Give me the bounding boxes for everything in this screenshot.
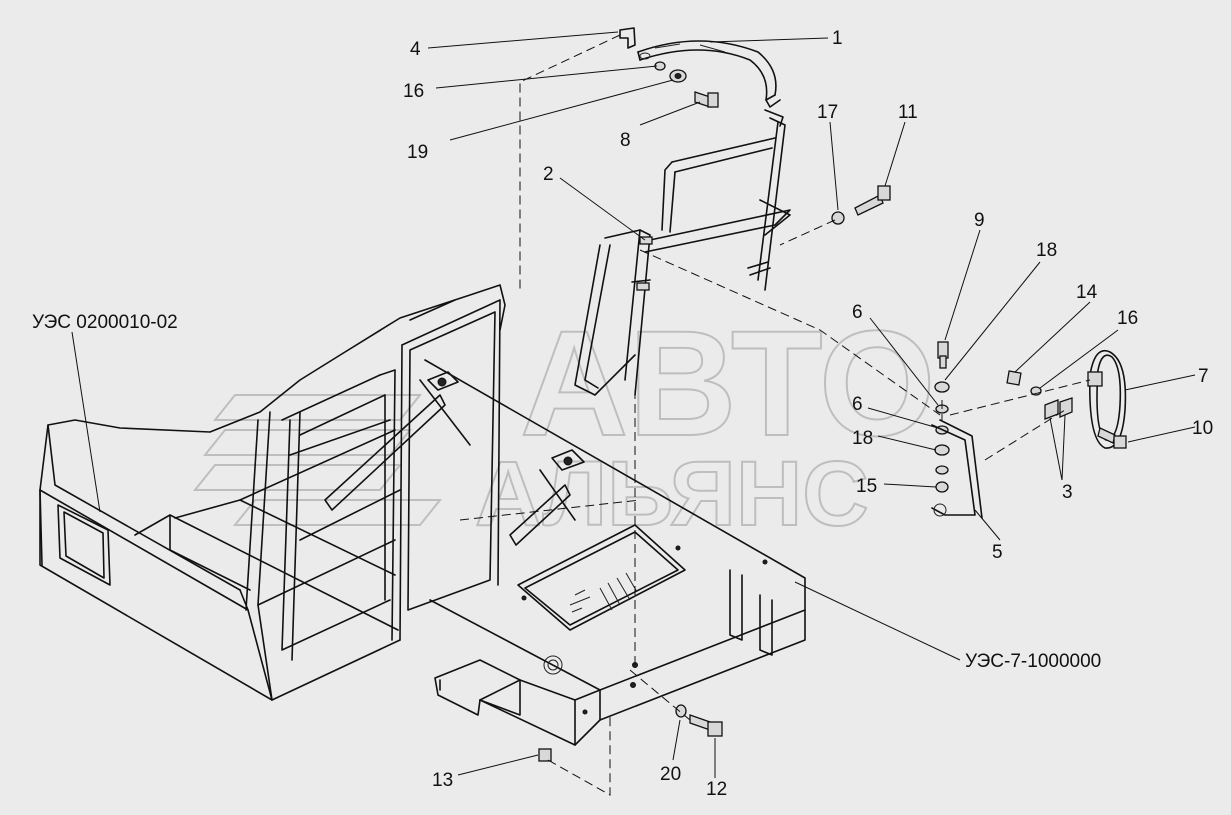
frame-base xyxy=(424,359,806,746)
watermark: АВТО АЛЬЯНС xyxy=(192,298,937,546)
callout-1: 1 xyxy=(832,28,843,49)
callout-14: 14 xyxy=(1076,282,1098,303)
callout-11: 11 xyxy=(898,102,918,123)
callout-5: 5 xyxy=(992,542,1003,563)
callout-12: 12 xyxy=(706,779,727,800)
callout-2: 2 xyxy=(543,164,554,185)
callout-16-top: 16 xyxy=(403,81,424,102)
handrail-part-2 xyxy=(574,109,791,396)
assembly-lines xyxy=(459,34,1091,796)
callout-16-right: 16 xyxy=(1117,308,1138,329)
callout-3: 3 xyxy=(1062,482,1073,503)
hardware xyxy=(538,27,1127,762)
watermark-line1: АВТО xyxy=(520,299,936,467)
callout-18-lower: 18 xyxy=(852,428,873,449)
callout-9: 9 xyxy=(974,210,985,231)
callout-6-lower: 6 xyxy=(852,394,863,415)
callout-20: 20 xyxy=(660,764,681,785)
callout-19: 19 xyxy=(407,142,428,163)
strap-part-1 xyxy=(637,40,781,108)
callout-4: 4 xyxy=(410,39,421,60)
leader-lines xyxy=(71,31,1196,778)
callout-13: 13 xyxy=(432,770,453,791)
cab-reference-label: УЭС 0200010-02 xyxy=(32,312,178,333)
watermark-line2: АЛЬЯНС xyxy=(475,443,869,545)
frame-reference-label: УЭС-7-1000000 xyxy=(965,651,1101,672)
cab-body xyxy=(39,284,585,701)
callout-18-top: 18 xyxy=(1036,240,1057,261)
watermark-logo xyxy=(192,394,443,526)
assembly-reference-labels: УЭС 0200010-02 УЭС-7-1000000 xyxy=(32,312,1101,672)
callout-labels: 4 16 19 8 1 2 17 11 9 18 14 16 6 6 18 15… xyxy=(403,28,1213,800)
callout-6-top: 6 xyxy=(852,302,863,323)
callout-8: 8 xyxy=(620,130,631,151)
callout-7: 7 xyxy=(1198,366,1209,387)
callout-17: 17 xyxy=(817,102,838,123)
callout-15: 15 xyxy=(856,476,877,497)
callout-10: 10 xyxy=(1192,418,1213,439)
